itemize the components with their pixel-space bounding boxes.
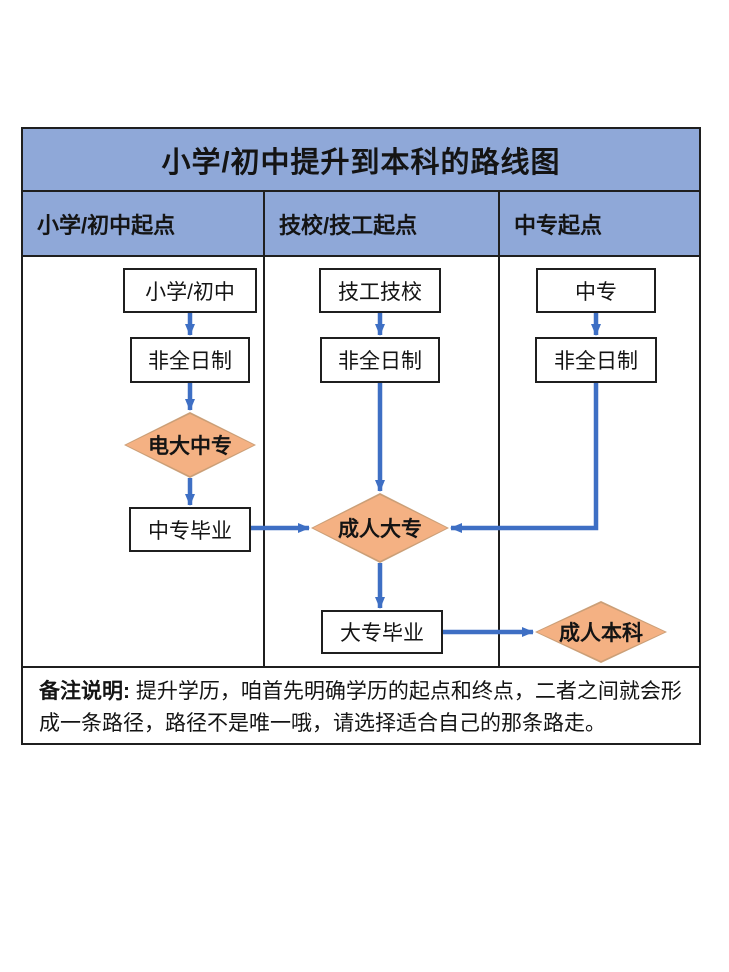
column-header-zhongzhuan-start: 中专起点: [514, 212, 603, 238]
node-dianda-zhongzhuan: 电大中专: [124, 412, 256, 478]
node-zhongzhuan: 中专: [536, 268, 656, 313]
diamond-label: 成人本科: [559, 622, 643, 645]
node-chengren-dazhuan: 成人大专: [311, 493, 449, 563]
diamond-label: 电大中专: [148, 435, 232, 458]
note-label: 备注说明:: [39, 680, 130, 703]
node-chengren-benke: 成人本科: [535, 601, 667, 663]
column-divider-2: [498, 257, 500, 666]
node-parttime-1: 非全日制: [130, 337, 250, 383]
column-divider-1: [263, 257, 265, 666]
roadmap-table: 小学/初中提升到本科的路线图 小学/初中起点 技校/技工起点 中专起点: [21, 127, 701, 745]
column-headers: 小学/初中起点 技校/技工起点 中专起点: [23, 192, 699, 257]
node-parttime-3: 非全日制: [535, 337, 657, 383]
node-jigong-jixiao: 技工技校: [319, 268, 441, 313]
diagram-title: 小学/初中提升到本科的路线图: [23, 129, 699, 192]
note: 备注说明: 提升学历，咱首先明确学历的起点和终点，二者之间就会形成一条路径，路径…: [23, 666, 699, 743]
diamond-label: 成人大专: [338, 518, 422, 541]
node-dazhuan-graduate: 大专毕业: [321, 610, 443, 654]
node-parttime-2: 非全日制: [320, 337, 440, 383]
note-text: 提升学历，咱首先明确学历的起点和终点，二者之间就会形成一条路径，路径不是唯一哦，…: [39, 680, 682, 735]
flowchart-body: 小学/初中 非全日制 电大中专 中专毕业 技工技校 非全日制 成人大专 大专毕业…: [23, 257, 699, 666]
column-header-tech-school-start: 技校/技工起点: [265, 192, 500, 255]
node-primary-school: 小学/初中: [123, 268, 257, 313]
column-header-primary-start: 小学/初中起点: [23, 192, 265, 255]
node-zhongzhuan-graduate: 中专毕业: [129, 507, 251, 552]
flow-connectors: [185, 313, 601, 637]
arrow-parttime3-to-chengren-dazhuan: [450, 383, 599, 533]
